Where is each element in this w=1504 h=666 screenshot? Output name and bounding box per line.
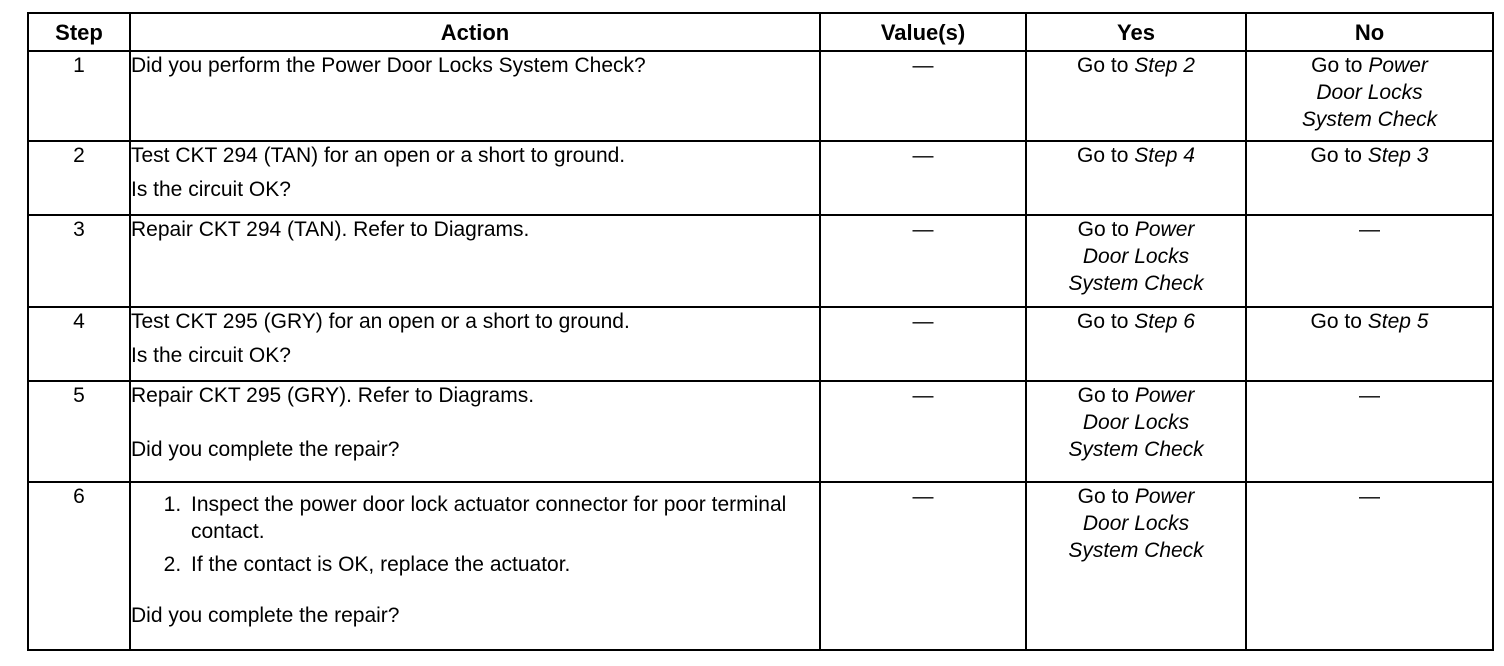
- no-prefix: Go to: [1310, 310, 1362, 333]
- yes-cell: Go to Power Door Locks System Check: [1025, 481, 1247, 651]
- diagnostic-table: Step Action Value(s) Yes No 1 Did you pe…: [27, 12, 1494, 651]
- header-row: Step Action Value(s) Yes No: [27, 12, 1494, 52]
- yes-ref: System Check: [1068, 438, 1204, 461]
- yes-cell: Go to Power Door Locks System Check: [1025, 380, 1247, 483]
- table-row: 1 Did you perform the Power Door Locks S…: [27, 50, 1494, 142]
- yes-ref: Power: [1134, 218, 1195, 241]
- yes-cell: Go to Step 6: [1025, 306, 1247, 382]
- step-number: 2: [27, 140, 131, 216]
- value-cell: —: [819, 50, 1027, 142]
- step-number: 5: [27, 380, 131, 483]
- yes-ref: Step 6: [1134, 310, 1195, 333]
- no-cell: —: [1245, 481, 1494, 651]
- yes-cell: Go to Step 2: [1025, 50, 1247, 142]
- action-text: Did you perform the Power Door Locks Sys…: [131, 54, 646, 77]
- step-number: 1: [27, 50, 131, 142]
- yes-prefix: Go to: [1077, 310, 1129, 333]
- yes-prefix: Go to: [1077, 54, 1129, 77]
- yes-prefix: Go to: [1077, 218, 1129, 241]
- action-cell: Repair CKT 294 (TAN). Refer to Diagrams.: [129, 214, 821, 308]
- header-step: Step: [27, 12, 131, 52]
- yes-prefix: Go to: [1077, 485, 1129, 508]
- value-cell: —: [819, 306, 1027, 382]
- yes-cell: Go to Power Door Locks System Check: [1025, 214, 1247, 308]
- action-text: Test CKT 294 (TAN) for an open or a shor…: [131, 144, 626, 167]
- action-text: Repair CKT 294 (TAN). Refer to Diagrams.: [131, 218, 530, 241]
- yes-ref: Step 2: [1134, 54, 1195, 77]
- list-item: If the contact is OK, replace the actuat…: [187, 551, 819, 578]
- yes-ref: System Check: [1068, 272, 1204, 295]
- action-cell: Did you perform the Power Door Locks Sys…: [129, 50, 821, 142]
- header-no: No: [1245, 12, 1494, 52]
- yes-ref: Power: [1134, 384, 1195, 407]
- no-ref: Step 3: [1367, 144, 1429, 167]
- yes-prefix: Go to: [1077, 384, 1129, 407]
- no-ref: System Check: [1301, 108, 1438, 131]
- yes-ref: Power: [1134, 485, 1195, 508]
- action-cell: Inspect the power door lock actuator con…: [129, 481, 821, 651]
- header-values: Value(s): [819, 12, 1027, 52]
- table-row: 6 Inspect the power door lock actuator c…: [27, 481, 1494, 651]
- no-cell: Go to Power Door Locks System Check: [1245, 50, 1494, 142]
- yes-ref: Door Locks: [1082, 411, 1190, 434]
- step-number: 3: [27, 214, 131, 308]
- no-ref: Power: [1368, 54, 1428, 77]
- list-item: Inspect the power door lock actuator con…: [187, 491, 819, 545]
- header-yes: Yes: [1025, 12, 1247, 52]
- table-row: 4 Test CKT 295 (GRY) for an open or a sh…: [27, 306, 1494, 382]
- no-cell: —: [1245, 214, 1494, 308]
- no-cell: Go to Step 3: [1245, 140, 1494, 216]
- no-cell: Go to Step 5: [1245, 306, 1494, 382]
- header-action: Action: [129, 12, 821, 52]
- yes-cell: Go to Step 4: [1025, 140, 1247, 216]
- step-number: 4: [27, 306, 131, 382]
- action-question: Is the circuit OK?: [131, 178, 291, 201]
- yes-ref: Door Locks: [1082, 245, 1190, 268]
- value-cell: —: [819, 380, 1027, 483]
- action-question: Did you complete the repair?: [131, 438, 400, 461]
- action-question: Is the circuit OK?: [131, 344, 291, 367]
- no-cell: —: [1245, 380, 1494, 483]
- action-cell: Test CKT 294 (TAN) for an open or a shor…: [129, 140, 821, 216]
- action-text: Repair CKT 295 (GRY). Refer to Diagrams.: [131, 384, 535, 407]
- step-number: 6: [27, 481, 131, 651]
- yes-ref: Step 4: [1134, 144, 1195, 167]
- no-ref: Door Locks: [1316, 81, 1423, 104]
- action-list: Inspect the power door lock actuator con…: [131, 491, 819, 578]
- no-ref: Step 5: [1367, 310, 1429, 333]
- no-prefix: Go to: [1311, 54, 1363, 77]
- value-cell: —: [819, 214, 1027, 308]
- yes-prefix: Go to: [1077, 144, 1129, 167]
- yes-ref: System Check: [1068, 539, 1204, 562]
- table-row: 2 Test CKT 294 (TAN) for an open or a sh…: [27, 140, 1494, 216]
- no-prefix: Go to: [1310, 144, 1362, 167]
- action-cell: Repair CKT 295 (GRY). Refer to Diagrams.…: [129, 380, 821, 483]
- yes-ref: Door Locks: [1082, 512, 1190, 535]
- action-text: Test CKT 295 (GRY) for an open or a shor…: [131, 310, 630, 333]
- value-cell: —: [819, 481, 1027, 651]
- table-row: 5 Repair CKT 295 (GRY). Refer to Diagram…: [27, 380, 1494, 483]
- action-question: Did you complete the repair?: [131, 604, 400, 627]
- table-row: 3 Repair CKT 294 (TAN). Refer to Diagram…: [27, 214, 1494, 308]
- value-cell: —: [819, 140, 1027, 216]
- action-cell: Test CKT 295 (GRY) for an open or a shor…: [129, 306, 821, 382]
